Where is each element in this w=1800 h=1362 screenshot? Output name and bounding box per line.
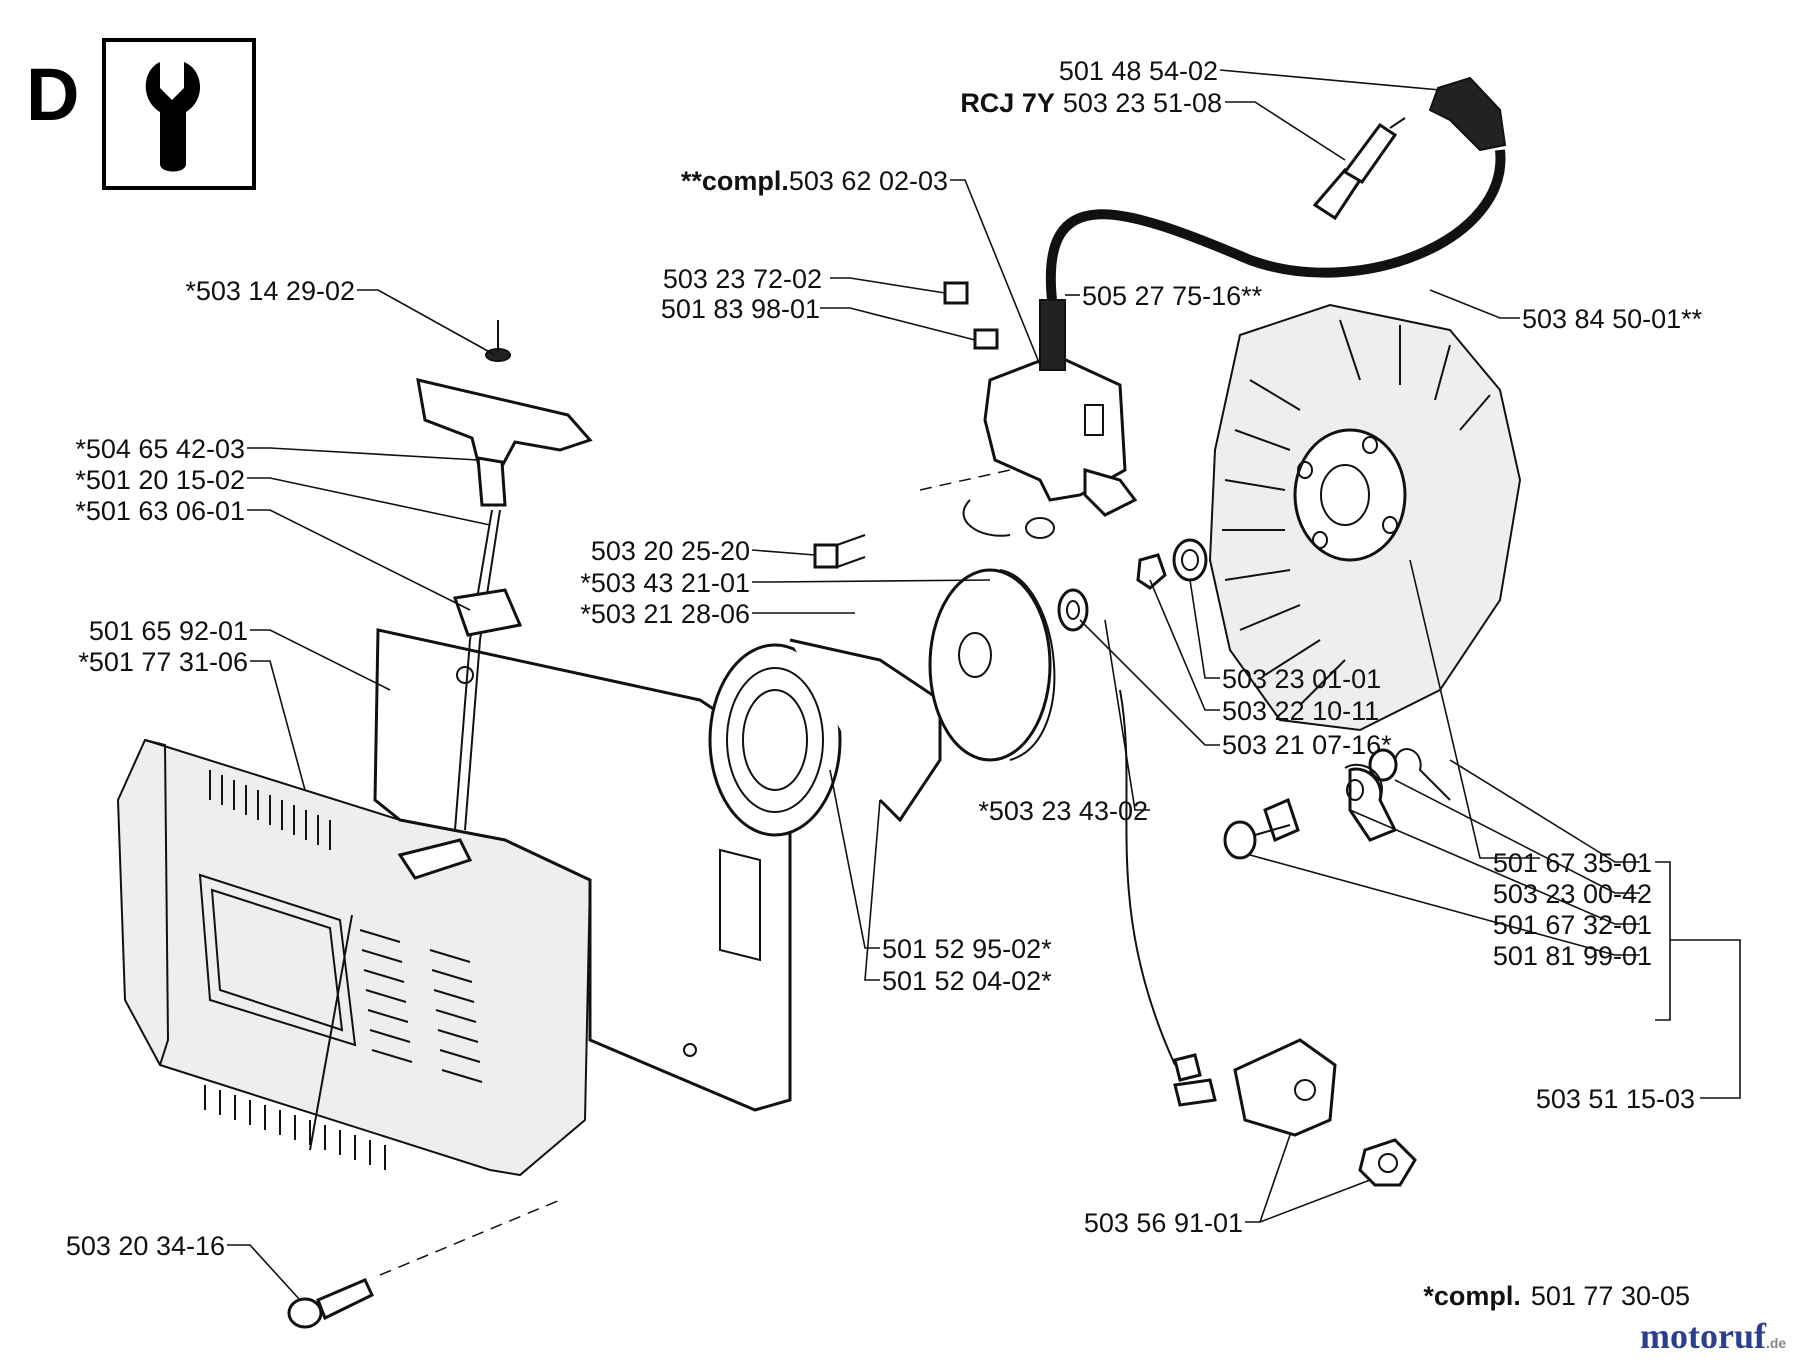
watermark-logo: motoruf.de	[1640, 1316, 1786, 1356]
wrench-icon	[102, 38, 256, 190]
footer-note: *compl.501 77 30-05	[1423, 1281, 1690, 1311]
part-label-26: 501 81 99-01	[1493, 941, 1652, 971]
screw-bottom	[287, 1278, 374, 1329]
part-label-18: 503 22 10-11	[1222, 696, 1379, 726]
bolt-small	[813, 534, 866, 569]
part-label-12: 503 20 25-20	[591, 536, 750, 566]
part-label-25: 501 67 32-01	[1493, 910, 1652, 940]
washer-nut	[1057, 538, 1208, 632]
part-label-13: *503 43 21-01	[580, 568, 750, 598]
part-label-28: 503 56 91-01	[1084, 1208, 1243, 1238]
part-label-10: *501 20 15-02	[75, 465, 245, 495]
part-label-21: 501 52 95-02*	[882, 934, 1052, 964]
leader-lines	[227, 69, 1741, 1301]
part-label-19: 503 21 07-16*	[1222, 730, 1392, 760]
part-label-5: 501 83 98-01	[661, 294, 820, 324]
starter-handle	[397, 320, 593, 880]
part-label-24: 503 23 00-42	[1493, 879, 1652, 909]
part-label-27: 503 51 15-03	[1536, 1084, 1695, 1114]
part-label-11: *501 63 06-01	[75, 496, 245, 526]
svg-text:motoruf.de: motoruf.de	[1640, 1316, 1786, 1356]
part-label-20: *503 23 43-02	[978, 796, 1148, 826]
flywheel-pulley-disc	[928, 568, 1056, 762]
part-label-3: **compl.503 62 02-03	[681, 166, 948, 196]
part-label-15: 501 65 92-01	[89, 616, 248, 646]
stop-switch	[1119, 689, 1417, 1187]
part-label-1: 501 48 54-02	[1059, 56, 1218, 86]
flywheel	[1208, 303, 1522, 732]
ignition-module	[962, 299, 1138, 539]
part-label-9: *504 65 42-03	[75, 434, 245, 464]
starter-pulley	[708, 638, 942, 837]
part-label-16: *501 77 31-06	[78, 647, 248, 677]
part-label-17: 503 23 01-01	[1222, 664, 1381, 694]
part-label-22: 501 52 04-02*	[882, 966, 1052, 996]
ignition-lead	[1045, 76, 1507, 301]
part-label-4: 503 23 72-02	[663, 264, 822, 294]
part-label-6: 505 27 75-16**	[1082, 281, 1263, 311]
part-label-7: 503 84 50-01**	[1522, 304, 1703, 334]
part-label-14: *503 21 28-06	[580, 599, 750, 629]
spark-plug	[1312, 117, 1406, 221]
part-label-29: 503 20 34-16	[66, 1231, 225, 1261]
cover-vents	[204, 770, 483, 1170]
part-label-8: *503 14 29-02	[185, 276, 355, 306]
section-letter: D	[26, 53, 79, 136]
part-label-23: 501 67 35-01	[1493, 848, 1652, 878]
starter-pawl-assembly	[1223, 748, 1451, 860]
